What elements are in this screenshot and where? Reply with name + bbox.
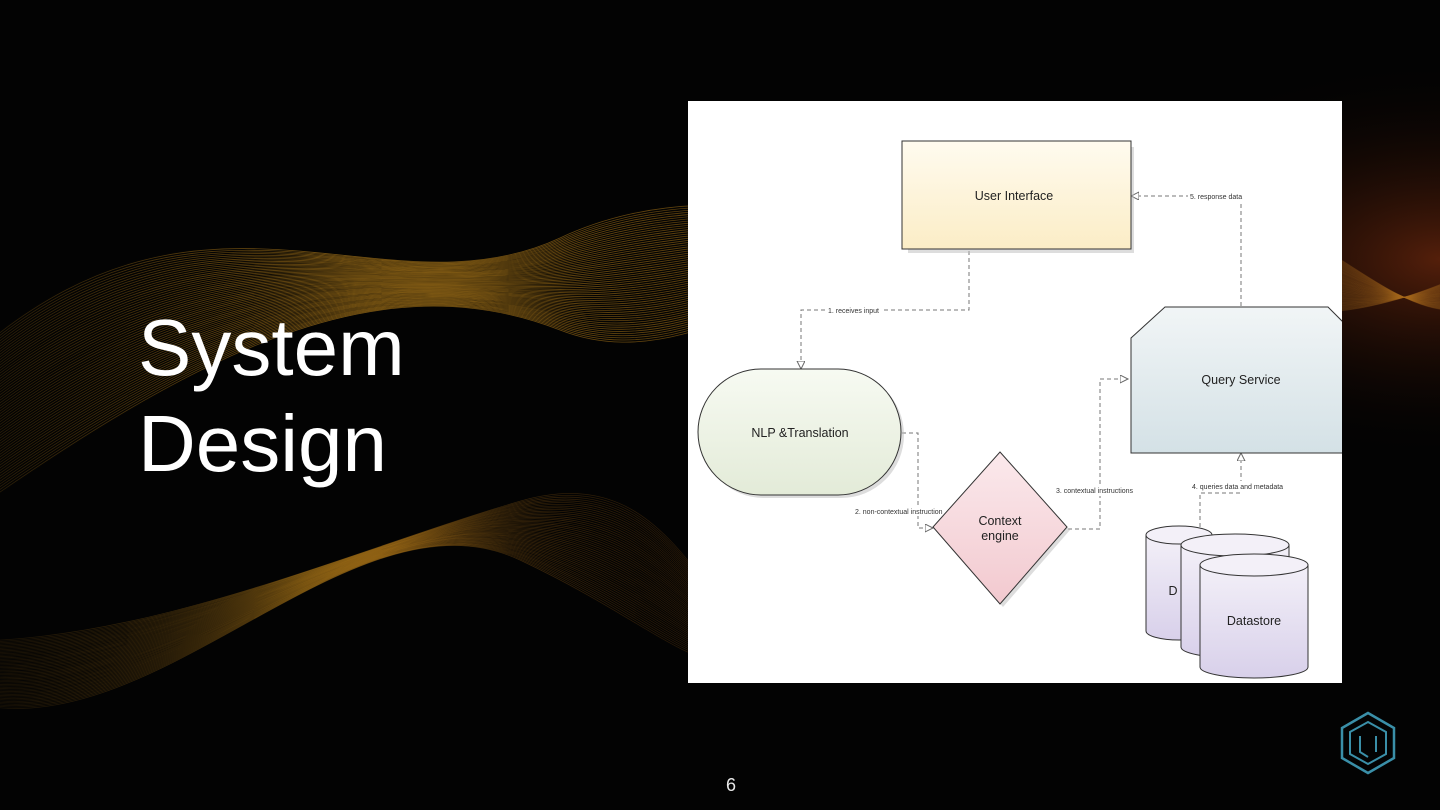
node-query-service: Query Service [1130, 306, 1342, 454]
system-design-diagram: 1. receives input 2. non-contextual inst… [688, 101, 1342, 683]
node-nlp-translation: NLP &Translation [697, 368, 904, 498]
edge-non-contextual-instruction: 2. non-contextual instruction [854, 432, 950, 528]
title-line-1: System [138, 303, 405, 392]
edge-response-data: 5. response data [1131, 191, 1250, 306]
node-label-query-service: Query Service [1201, 373, 1280, 387]
node-datastores: D Datastore [1145, 525, 1309, 679]
node-user-interface: User Interface [901, 140, 1134, 253]
datastore-back-label: D [1168, 584, 1177, 598]
edge-label-response-data: 5. response data [1190, 194, 1242, 201]
title-line-2: Design [138, 399, 388, 488]
node-label-context-line-2: engine [981, 529, 1019, 543]
edge-queries-data: 4. queries data and metadata [1191, 453, 1295, 541]
edge-contextual-instructions: 3. contextual instructions [1054, 379, 1144, 530]
edge-label-non-contextual-instruction: 2. non-contextual instruction [855, 509, 943, 516]
node-context-engine: Context engine [932, 451, 1070, 607]
edge-label-queries-data: 4. queries data and metadata [1192, 484, 1283, 491]
datastore-front: Datastore [1199, 553, 1309, 679]
node-label-nlp-translation: NLP &Translation [751, 426, 848, 440]
datastore-label: Datastore [1227, 614, 1281, 628]
edge-label-contextual-instructions: 3. contextual instructions [1056, 488, 1134, 495]
edge-label-receives-input: 1. receives input [828, 308, 879, 315]
diagram-canvas: 1. receives input 2. non-contextual inst… [697, 140, 1342, 679]
page-number: 6 [725, 775, 736, 795]
node-label-context-line-1: Context [978, 514, 1022, 528]
slide-title: System Design [138, 300, 405, 492]
hexagon-logo-icon [1340, 711, 1396, 775]
node-label-user-interface: User Interface [975, 189, 1054, 203]
edge-receives-input: 1. receives input [801, 251, 970, 369]
